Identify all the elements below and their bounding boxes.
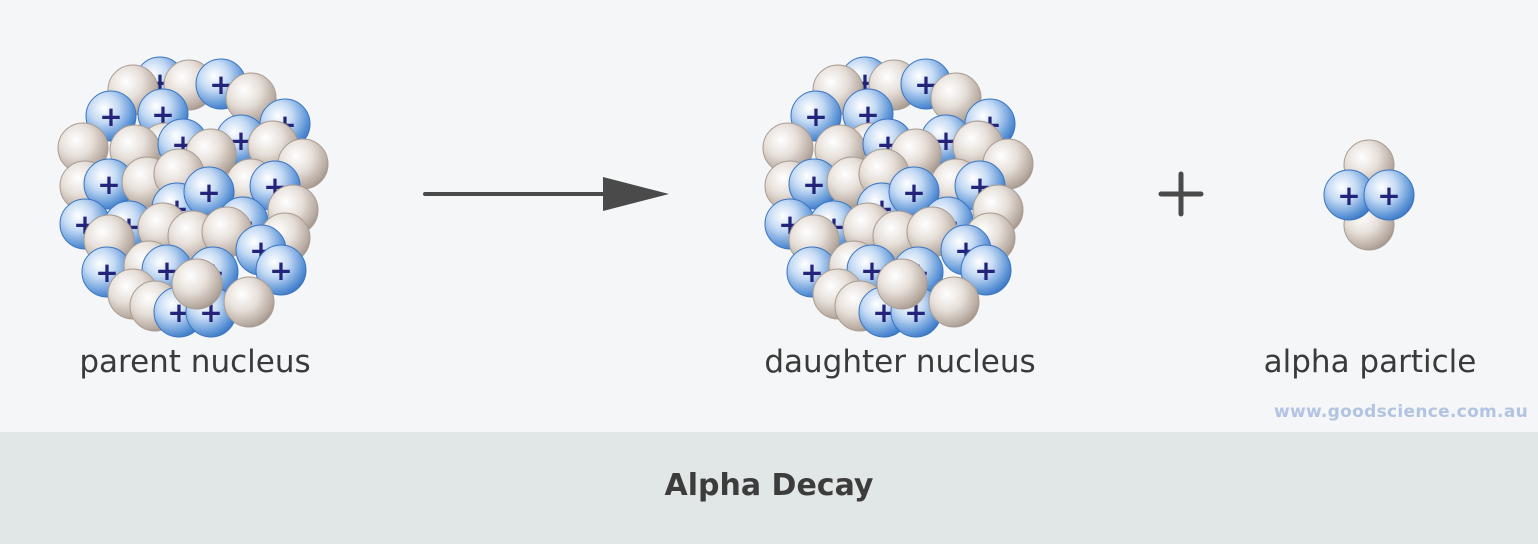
diagram-title: Alpha Decay bbox=[664, 468, 874, 503]
proton: + bbox=[1363, 169, 1415, 221]
watermark-url: www.goodscience.com.au bbox=[1273, 402, 1528, 422]
proton: + bbox=[183, 166, 235, 218]
neutron bbox=[928, 276, 980, 328]
proton: + bbox=[1323, 169, 1375, 221]
proton-charge: + bbox=[974, 254, 997, 287]
right-arrow-icon bbox=[423, 177, 669, 211]
neutron bbox=[223, 276, 275, 328]
proton-charge: + bbox=[1337, 179, 1360, 212]
parent-nucleus-label: parent nucleus bbox=[79, 344, 311, 380]
proton-charge: + bbox=[1377, 179, 1400, 212]
alpha-particle-label: alpha particle bbox=[1263, 344, 1477, 380]
proton: + bbox=[255, 244, 307, 296]
proton-charge: + bbox=[802, 168, 825, 201]
footer-band: Alpha Decay bbox=[0, 432, 1538, 544]
alpha-decay-diagram: +++++++++++++++++++++ ++++++++++++++++++… bbox=[57, 56, 1415, 338]
proton-charge: + bbox=[902, 176, 925, 209]
proton-charge: + bbox=[99, 100, 122, 133]
neutron bbox=[171, 258, 223, 310]
proton-charge: + bbox=[97, 168, 120, 201]
plus-icon bbox=[1158, 171, 1204, 217]
proton-charge: + bbox=[197, 176, 220, 209]
daughter-nucleus: +++++++++++++++++++++ bbox=[762, 56, 1034, 338]
proton: + bbox=[788, 158, 840, 210]
proton-charge: + bbox=[856, 98, 879, 131]
daughter-nucleus-label: daughter nucleus bbox=[764, 344, 1036, 380]
proton: + bbox=[960, 244, 1012, 296]
proton-charge: + bbox=[151, 98, 174, 131]
parent-nucleus: +++++++++++++++++++++ bbox=[57, 56, 329, 338]
neutron bbox=[876, 258, 928, 310]
proton-charge: + bbox=[269, 254, 292, 287]
alpha-particle: ++ bbox=[1323, 139, 1415, 251]
proton-charge: + bbox=[804, 100, 827, 133]
